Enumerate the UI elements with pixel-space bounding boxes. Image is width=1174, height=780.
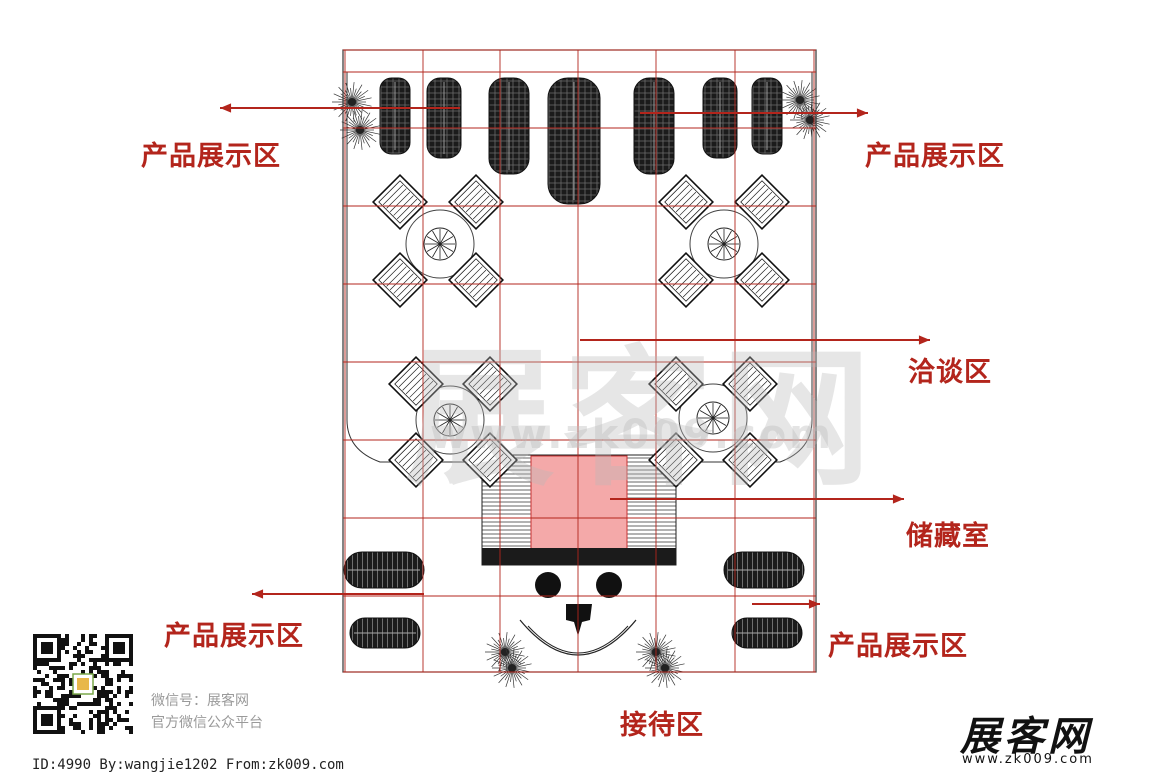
arrow-icon (752, 599, 820, 609)
chair-icon (461, 355, 519, 413)
label-product-bottom-left: 产品展示区 (164, 621, 304, 652)
plant-layer (332, 80, 830, 688)
potted-plant-icon (332, 82, 372, 122)
tire-icon (343, 551, 425, 589)
tire-layer (343, 77, 805, 649)
brand-logo: 展客网 (960, 713, 1092, 760)
booth-inner-wall (346, 72, 813, 463)
chair-icon (387, 355, 445, 413)
tire-icon (379, 77, 411, 155)
tire-icon (731, 617, 803, 649)
tire-icon (349, 617, 421, 649)
chair-icon (721, 355, 779, 413)
arrow-icon (220, 103, 460, 113)
chair-icon (647, 355, 705, 413)
label-product-top-right: 产品展示区 (865, 141, 1005, 172)
round-table-icon (689, 209, 759, 279)
chair-icon (371, 251, 429, 309)
label-product-top-left: 产品展示区 (141, 141, 281, 172)
arrow-icon (580, 335, 930, 345)
watermark-url: www.zk009.com (430, 412, 834, 458)
potted-plant-icon (645, 648, 685, 688)
label-negotiation: 洽谈区 (908, 357, 992, 388)
chair-icon (371, 173, 429, 231)
potted-plant-icon (485, 632, 525, 672)
potted-plant-icon (790, 100, 830, 140)
chair-icon (733, 251, 791, 309)
tire-icon (488, 77, 530, 175)
round-table-icon (415, 385, 485, 455)
round-table-icon (678, 383, 748, 453)
label-product-bottom-right: 产品展示区 (828, 631, 968, 662)
tire-icon (702, 77, 738, 159)
qr-code-icon (31, 632, 135, 736)
arrow-icon (610, 494, 904, 504)
tire-icon (633, 77, 675, 175)
round-table-icon (405, 209, 475, 279)
reception-counter (519, 572, 637, 656)
brand-url: www.zk009.com (962, 752, 1094, 767)
chair-icon (447, 173, 505, 231)
tire-icon (426, 77, 462, 159)
tire-icon (751, 77, 783, 155)
chair-icon (657, 173, 715, 231)
potted-plant-icon (492, 648, 532, 688)
reception-person-icon (566, 604, 592, 636)
chair-icon (733, 173, 791, 231)
stool-right-icon (596, 572, 622, 598)
stool-left-icon (535, 572, 561, 598)
chair-layer (371, 173, 791, 489)
arrow-icon (640, 108, 868, 118)
wechat-info: 微信号：展客网 官方微信公众平台 (151, 690, 263, 734)
wechat-platform: 官方微信公众平台 (151, 715, 263, 731)
credit-line: ID:4990 By:wangjie1202 From:zk009.com (32, 757, 344, 773)
chair-icon (721, 431, 779, 489)
chair-icon (657, 251, 715, 309)
chair-icon (387, 431, 445, 489)
wechat-id: 微信号：展客网 (151, 693, 249, 709)
arrow-layer (220, 103, 930, 609)
red-grid (343, 49, 816, 673)
tire-icon (723, 551, 805, 589)
watermark-logo: 展客网 (405, 331, 880, 507)
arrow-icon (252, 589, 424, 599)
chair-icon (647, 431, 705, 489)
storage-room-icon (481, 454, 677, 566)
label-reception: 接待区 (620, 710, 704, 741)
chair-icon (461, 431, 519, 489)
chair-icon (447, 251, 505, 309)
tire-icon (547, 77, 601, 205)
table-layer (405, 209, 759, 455)
label-storage: 储藏室 (906, 521, 990, 552)
